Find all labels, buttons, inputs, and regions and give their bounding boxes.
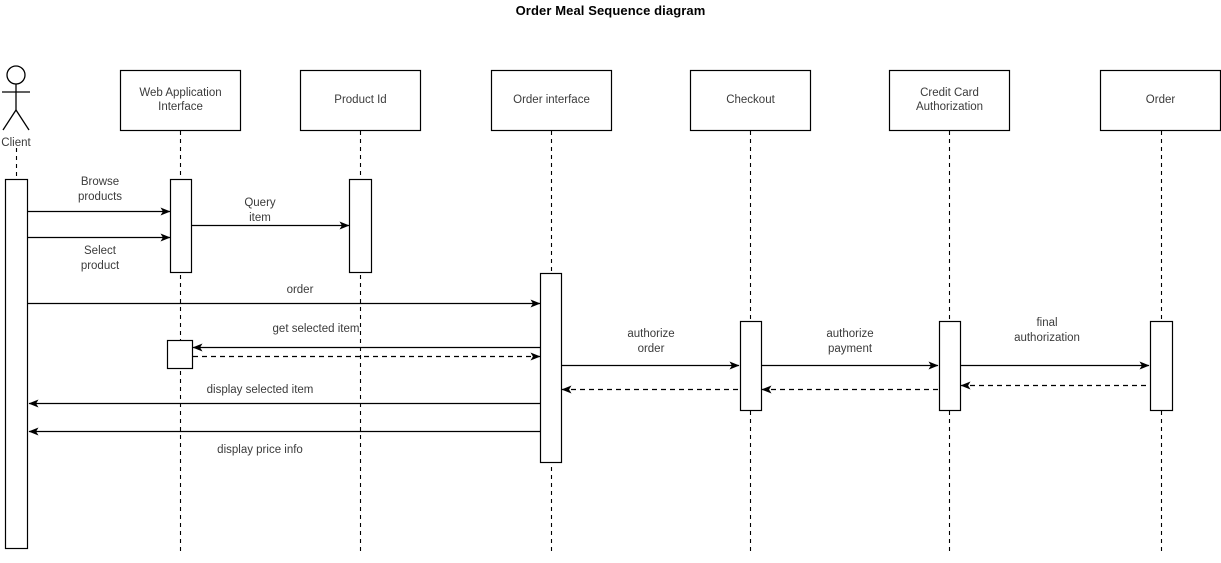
activation-web-application-interface-1 <box>169 178 193 274</box>
message-label-get-selected-item: get selected item <box>272 323 360 335</box>
page-title: Order Meal Sequence diagram <box>515 3 706 18</box>
message-label-final-authorization: final authorization <box>1014 317 1080 344</box>
lifeline-box-order-interface <box>490 69 613 132</box>
lifeline-label-checkout: Checkout <box>726 94 775 106</box>
lifeline-label-order-interface: Order interface <box>513 94 590 106</box>
actor-client <box>2 65 30 131</box>
message-label-order: order <box>286 284 314 296</box>
message-label-browse-products: Browse products <box>77 176 123 203</box>
activation-order-interface <box>539 272 563 464</box>
message-label-display-price-info: display price info <box>217 444 303 456</box>
message-label-authorize-payment: authorize payment <box>826 328 874 355</box>
message-label-query-item: Query item <box>244 197 276 224</box>
activation-order <box>1149 320 1174 412</box>
activation-credit-card-authorization <box>938 320 962 412</box>
activation-checkout <box>739 320 763 412</box>
lifeline-label-credit-card-authorization: Credit Card Authorization <box>915 87 984 113</box>
lifeline-box-web-application-interface <box>119 69 242 132</box>
lifeline-box-product-id <box>299 69 422 132</box>
lifeline-box-checkout <box>689 69 812 132</box>
message-label-select-product: Select product <box>80 245 120 272</box>
lifeline-label-client: Client <box>1 137 31 149</box>
lifeline-box-credit-card-authorization <box>888 69 1011 132</box>
lifeline-label-order: Order <box>1145 94 1176 106</box>
lifeline-label-product-id: Product Id <box>334 94 387 106</box>
activation-web-application-interface-2 <box>166 339 194 370</box>
message-label-authorize-order: authorize order <box>627 328 675 355</box>
activation-product-id <box>348 178 373 274</box>
message-label-display-selected-item: display selected item <box>206 384 314 396</box>
activation-client <box>4 178 29 550</box>
lifeline-label-web-application-interface: Web Application Interface <box>139 87 222 113</box>
